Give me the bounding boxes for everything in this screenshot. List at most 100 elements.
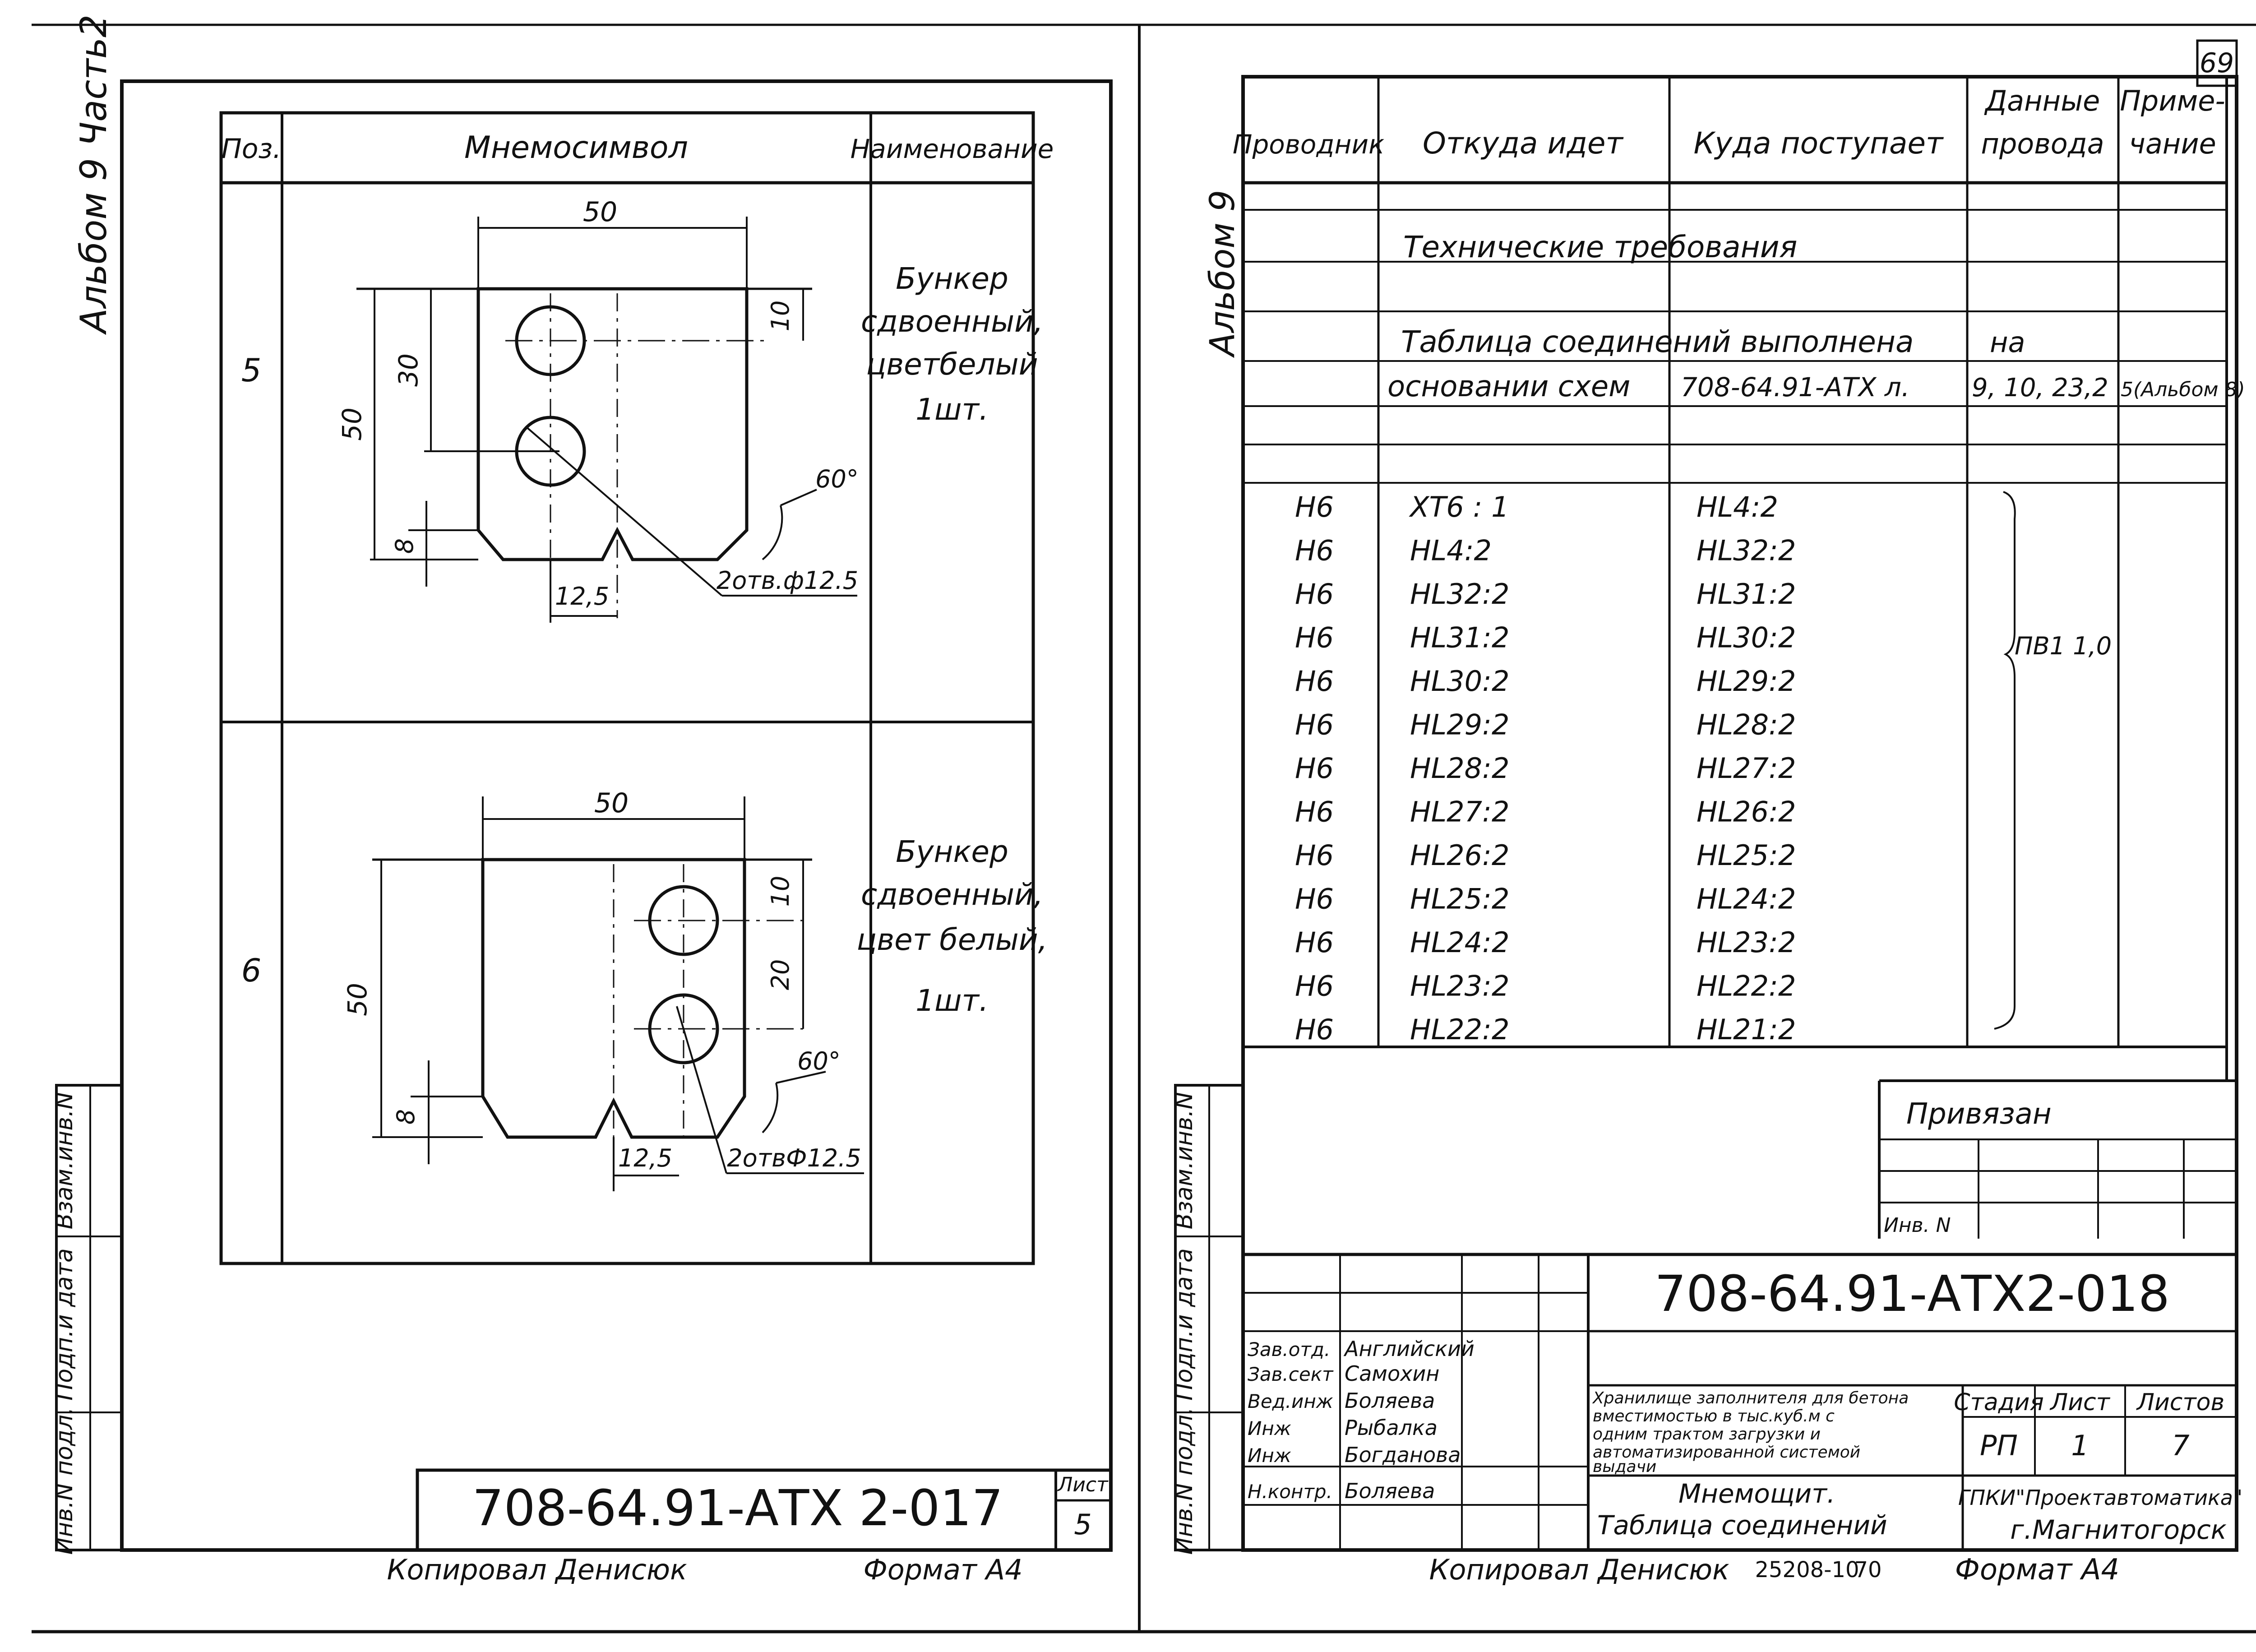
dim-notch: 12,5 [555, 582, 609, 611]
sheet-label: Лист [2049, 1389, 2110, 1416]
item-5-name-1: Бункер [896, 261, 1008, 296]
inv-n-label: Инв. N [1884, 1214, 1951, 1237]
note-line1-b: на [1990, 326, 2025, 359]
cell-conductor: Н6 [1295, 883, 1334, 916]
sheet-label: Лист [1057, 1473, 1109, 1496]
right-frame [1241, 75, 2238, 1552]
stamp-inv-orig: Инв.N подл. [51, 1407, 78, 1555]
name-cell: Рыбалка [1345, 1416, 1438, 1440]
note-line2-b: 708-64.91-АТХ л. [1681, 372, 1909, 403]
dim-angle: 60° [797, 1047, 841, 1075]
cell-to: HL31:2 [1697, 578, 1796, 611]
header-note-1: Приме- [2120, 84, 2225, 117]
cell-to: HL25:2 [1697, 839, 1796, 872]
dim-bottom: 8 [392, 1109, 420, 1124]
signature-row: Инж Богданова [1248, 1443, 1461, 1467]
dim-holes: 2отв.ф12.5 [717, 566, 858, 595]
page-number-box [2196, 39, 2238, 87]
right-doc-code: 708-64.91-АТХ2-018 [1655, 1265, 2170, 1323]
left-sheet: Альбом 9 Часть2 Поз. Мнемосимвол Наимено… [51, 14, 1113, 1586]
role-cell: Инж [1248, 1417, 1291, 1439]
signature-row: Н.контр.Боляева [1248, 1479, 1435, 1503]
dim-height: 50 [342, 983, 373, 1016]
project-desc-3: одним трактом загрузки и [1593, 1425, 1821, 1444]
dim-width: 50 [594, 787, 629, 819]
stamp-sign-date: Подп.и дата [51, 1248, 78, 1401]
item-5-name-2: сдвоенный, [861, 304, 1043, 339]
org-city: г.Магнитогорск [2010, 1514, 2227, 1545]
cell-from: HL24:2 [1410, 926, 1509, 959]
cell-to: HL22:2 [1697, 970, 1796, 1003]
bunker-symbol-6: 50 50 10 20 8 12,5 60° 2отвФ12.5 [342, 787, 864, 1191]
header-pos: Поз. [222, 133, 282, 165]
stamp-inv-orig: Инв.N подл. [1171, 1407, 1198, 1555]
cell-to: HL23:2 [1697, 926, 1796, 959]
cell-to: HL29:2 [1697, 665, 1796, 698]
cell-conductor: Н6 [1295, 491, 1334, 523]
cell-to: HL32:2 [1697, 534, 1796, 567]
role-cell: Зав.отд. [1248, 1338, 1330, 1360]
cell-conductor: Н6 [1295, 578, 1334, 611]
header-note-2: чание [2129, 127, 2216, 160]
dim-top: 10 [766, 301, 795, 332]
role-cell: Инж [1248, 1444, 1291, 1467]
cell-from: HL27:2 [1410, 796, 1509, 828]
note-line2-d: 5(Альбом 8) [2121, 378, 2245, 401]
privyazan-block: Привязан Инв. N [1878, 1079, 2237, 1239]
page-number: 69 [2200, 47, 2234, 79]
cell-conductor: Н6 [1295, 708, 1334, 741]
cell-conductor: Н6 [1295, 1013, 1334, 1046]
format-label: Формат А4 [863, 1553, 1022, 1586]
sheets-label: Листов [2136, 1389, 2224, 1416]
format-label: Формат А4 [1955, 1553, 2120, 1587]
dim-top: 10 [766, 876, 795, 907]
cell-to: HL30:2 [1697, 621, 1796, 654]
cell-to: HL21:2 [1697, 1013, 1796, 1046]
item-6-name-4: 1шт. [915, 983, 989, 1018]
cell-from: HL22:2 [1410, 1013, 1509, 1046]
cell-conductor: Н6 [1295, 534, 1334, 567]
note-line1-a: Таблица соединений выполнена [1401, 324, 1914, 359]
name-cell: Богданова [1345, 1443, 1461, 1467]
name-cell: Английский [1343, 1337, 1475, 1361]
cell-conductor: Н6 [1295, 665, 1334, 698]
dim-bottom: 8 [390, 538, 419, 554]
header-wire-2: провода [1981, 127, 2104, 160]
signature-row: Зав.отд. Английский [1248, 1337, 1475, 1361]
table-row: Н6 HL4:2 HL32:2 [1295, 534, 1796, 567]
connection-table [1243, 77, 2228, 1081]
cell-to: HL4:2 [1697, 491, 1778, 523]
left-album-label: Альбом 9 Часть2 [73, 14, 115, 335]
sheet-title-1: Мнемощит. [1678, 1478, 1835, 1509]
sheets-value: 7 [2172, 1429, 2189, 1462]
item-5-name-3: цветбелый [866, 347, 1038, 382]
dim-notch: 12,5 [618, 1144, 672, 1172]
dim-width: 50 [583, 196, 617, 228]
signature-row: Инж Рыбалка [1248, 1416, 1438, 1440]
header-name: Наименование [851, 134, 1054, 164]
cell-from: HL26:2 [1410, 839, 1509, 872]
org-name: ГПКИ"Проектавтоматика" [1958, 1485, 2242, 1510]
stage-label: Стадия [1954, 1389, 2044, 1416]
mnemo-table [219, 111, 1035, 1265]
cell-conductor: Н6 [1295, 926, 1334, 959]
cell-conductor: Н6 [1295, 796, 1334, 828]
order-number: 25208-10 [1755, 1557, 1859, 1583]
cell-from: HL4:2 [1410, 534, 1492, 567]
brace-icon [1994, 491, 2016, 1030]
dim-spacing: 30 [393, 353, 424, 387]
cell-from: HL23:2 [1410, 970, 1509, 1003]
table-row: Н6 HL24:2 HL23:2 [1295, 926, 1796, 959]
cell-to: HL27:2 [1697, 752, 1796, 785]
cell-from: HL25:2 [1410, 883, 1509, 916]
cell-from: HL28:2 [1410, 752, 1509, 785]
header-mnemo: Мнемосимвол [464, 130, 688, 166]
stamp-replace-inv: Взам.инв.N [51, 1092, 78, 1230]
